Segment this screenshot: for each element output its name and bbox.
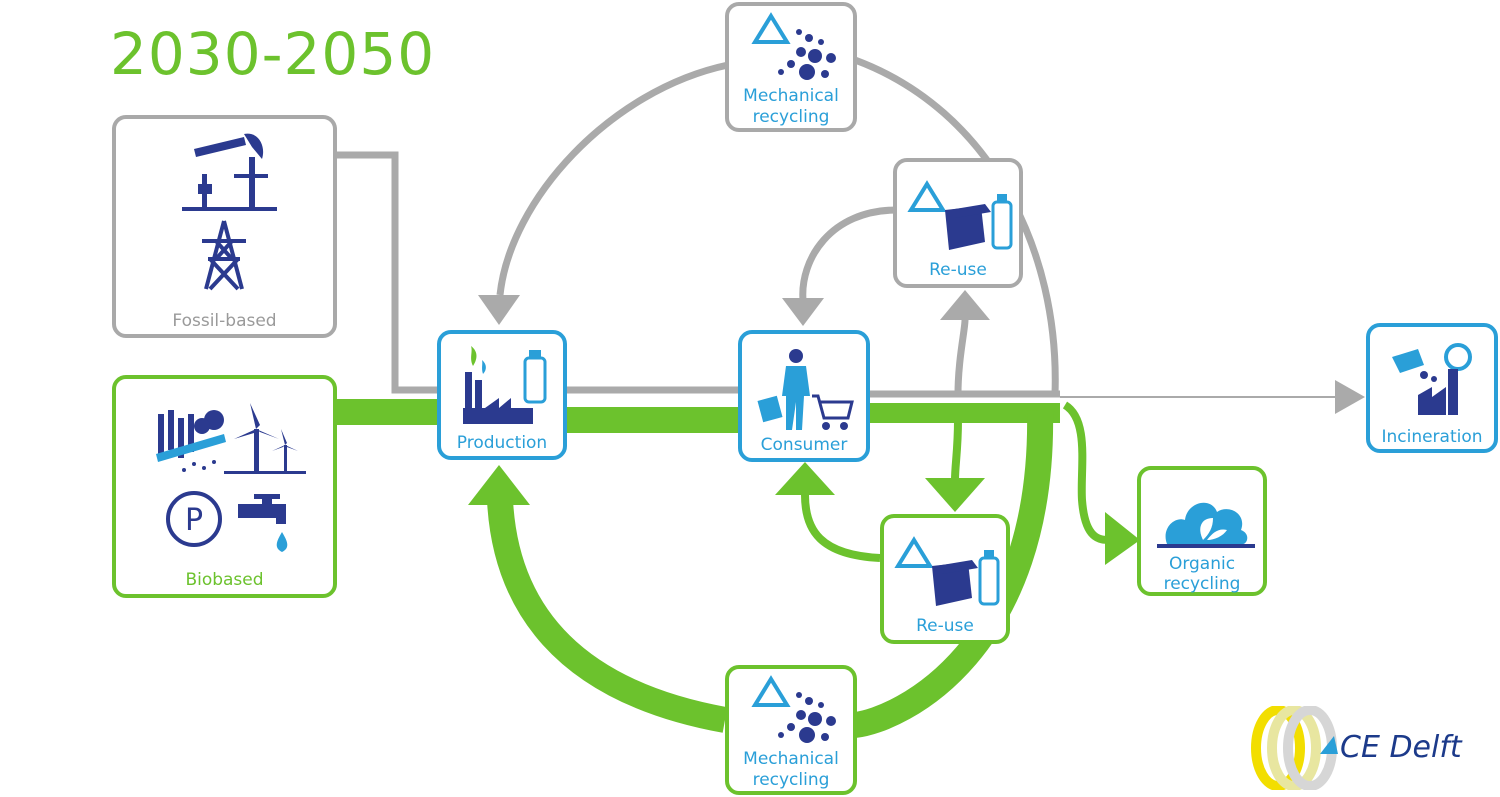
consumer-to-reuse-bottom-line	[951, 419, 962, 481]
biobased-label: Biobased	[185, 570, 264, 590]
reuse-box-bottle-icon	[907, 180, 1013, 250]
node-mechanical-recycling-top: Mechanical recycling	[725, 2, 857, 132]
oil-pump-icon	[182, 133, 277, 211]
incineration-label: Incineration	[1381, 427, 1483, 447]
organic-arrowhead-green	[1105, 512, 1140, 565]
ce-delft-logo-text: CE Delft	[1340, 730, 1462, 765]
organic-recycling-line1: Organic	[1168, 554, 1236, 574]
consumer-label: Consumer	[760, 435, 848, 455]
reuse-box-bottle-icon	[894, 536, 1000, 606]
crops-icon	[156, 410, 226, 472]
mechanical-recycling-top-line1: Mechanical	[743, 86, 839, 106]
ce-delft-logo-icon	[1251, 706, 1338, 790]
biobased-flows	[335, 399, 1111, 738]
mech-top-to-production-arc	[496, 61, 729, 296]
consumer-arrowhead-green	[775, 462, 835, 495]
mechanical-recycling-bottom-line1: Mechanical	[743, 749, 839, 769]
recycling-icon	[751, 12, 836, 80]
mech-bottom-to-production-arc	[487, 499, 728, 733]
page-title: 2030-2050	[110, 20, 436, 88]
reuse-bottom-arrowhead-green	[925, 478, 985, 512]
consumer-to-reuse-top-line	[954, 319, 969, 395]
recycling-icon	[751, 675, 836, 743]
node-mechanical-recycling-bottom: Mechanical recycling	[725, 665, 857, 795]
reuse-top-arrowhead-grey	[940, 290, 990, 320]
node-production: Production	[437, 330, 567, 460]
water-tap-icon	[238, 494, 288, 552]
node-reuse-top: Re-use	[893, 158, 1023, 288]
production-label: Production	[456, 433, 548, 453]
to-organic-line	[1062, 401, 1111, 544]
mechanical-recycling-top-line2: recycling	[752, 107, 830, 127]
production-arrowhead-grey	[478, 295, 520, 325]
production-arrowhead-green	[468, 465, 530, 505]
reuse-top-to-consumer-arc	[799, 206, 898, 301]
power-pylon-icon	[202, 220, 246, 291]
fossil-based-label: Fossil-based	[172, 311, 277, 331]
node-incineration: Incineration	[1366, 323, 1498, 453]
node-reuse-bottom: Re-use	[880, 514, 1010, 644]
incineration-icon	[1392, 343, 1472, 415]
fossil-to-production-line	[335, 151, 440, 394]
node-consumer: Consumer	[738, 330, 870, 462]
reuse-top-label: Re-use	[929, 260, 987, 280]
svg-text:P: P	[185, 503, 203, 538]
factory-icon	[463, 346, 547, 424]
wind-turbine-icon	[224, 403, 306, 474]
reuse-bottom-label: Re-use	[916, 616, 974, 636]
phosphorus-icon: P	[166, 491, 222, 547]
incineration-arrowhead	[1335, 380, 1365, 414]
reuse-bottom-to-consumer-arc	[801, 494, 881, 562]
consumer-arrowhead-grey	[782, 298, 824, 326]
outer-green-loop	[853, 409, 1054, 738]
mechanical-recycling-bottom-line2: recycling	[752, 770, 830, 790]
node-fossil-based: Fossil-based	[112, 115, 337, 338]
compost-icon	[1157, 502, 1255, 548]
shopper-icon	[757, 349, 854, 430]
node-organic-recycling: Organic recycling	[1137, 466, 1267, 596]
node-biobased: P Biobased	[112, 375, 337, 598]
organic-recycling-line2: recycling	[1163, 574, 1241, 594]
